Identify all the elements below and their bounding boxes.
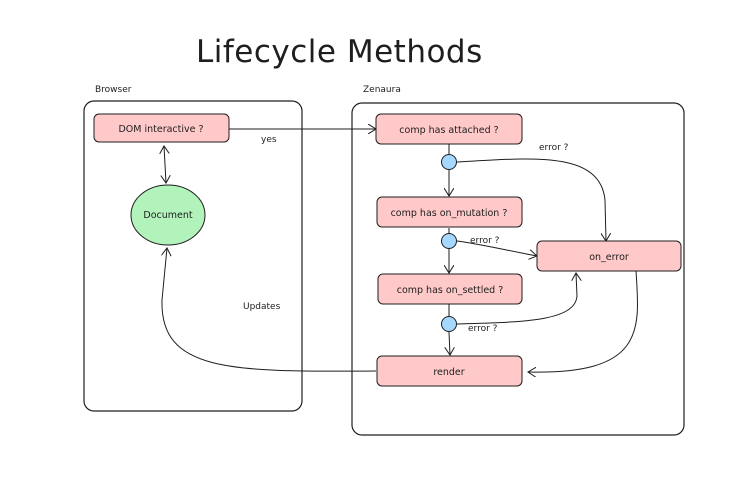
comp-settled-label: comp has on_settled ? xyxy=(397,285,504,296)
decision-point-mutation xyxy=(441,233,457,249)
edge-dom-document xyxy=(164,146,166,183)
on-error-node: on_error xyxy=(536,240,682,272)
comp-attached-label: comp has attached ? xyxy=(399,125,498,136)
page-title: Lifecycle Methods xyxy=(196,34,483,70)
document-node: Document xyxy=(130,184,206,246)
comp-mutation-label: comp has on_mutation ? xyxy=(391,208,508,219)
comp-settled-node: comp has on_settled ? xyxy=(377,273,523,305)
comp-attached-node: comp has attached ? xyxy=(375,113,523,145)
edge-decision-render xyxy=(449,331,450,355)
decision-point-attached xyxy=(441,154,457,170)
comp-mutation-node: comp has on_mutation ? xyxy=(376,196,523,228)
document-label: Document xyxy=(143,210,192,221)
decision-point-settled xyxy=(441,316,457,332)
dom-interactive-label: DOM interactive ? xyxy=(118,124,203,135)
error-label-2: error ? xyxy=(470,236,500,246)
render-node: render xyxy=(376,355,523,387)
render-label: render xyxy=(433,367,464,378)
yes-label: yes xyxy=(261,135,277,145)
on-error-label: on_error xyxy=(589,252,629,263)
edge-error-1 xyxy=(456,158,606,241)
browser-frame-label: Browser xyxy=(95,85,132,95)
error-label-3: error ? xyxy=(468,324,498,334)
edge-error-2 xyxy=(456,240,537,256)
edge-error-render xyxy=(528,270,639,372)
zenaura-frame xyxy=(351,102,685,436)
zenaura-frame-label: Zenaura xyxy=(363,85,401,95)
browser-frame xyxy=(83,100,303,412)
updates-label: Updates xyxy=(243,302,281,312)
error-label-1: error ? xyxy=(539,143,569,153)
dom-interactive-node: DOM interactive ? xyxy=(93,113,230,143)
edge-updates xyxy=(162,248,377,372)
edge-error-3 xyxy=(456,273,577,325)
